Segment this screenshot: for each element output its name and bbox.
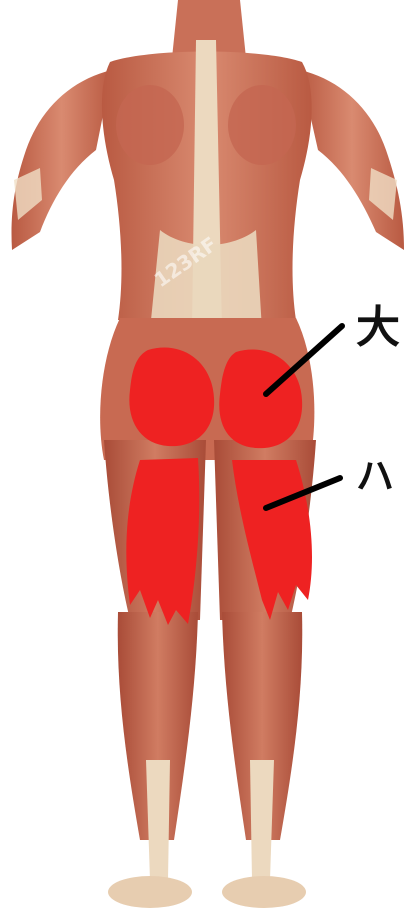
left-scapula	[116, 85, 184, 165]
glutes-label: 大	[356, 300, 411, 356]
right-arm	[300, 70, 404, 250]
left-arm	[12, 70, 112, 250]
right-foot	[222, 876, 306, 908]
right-achilles	[250, 760, 274, 880]
left-achilles	[146, 760, 170, 880]
right-scapula	[228, 85, 296, 165]
hamstrings-label: ハ	[356, 452, 411, 500]
left-foot	[108, 876, 192, 908]
